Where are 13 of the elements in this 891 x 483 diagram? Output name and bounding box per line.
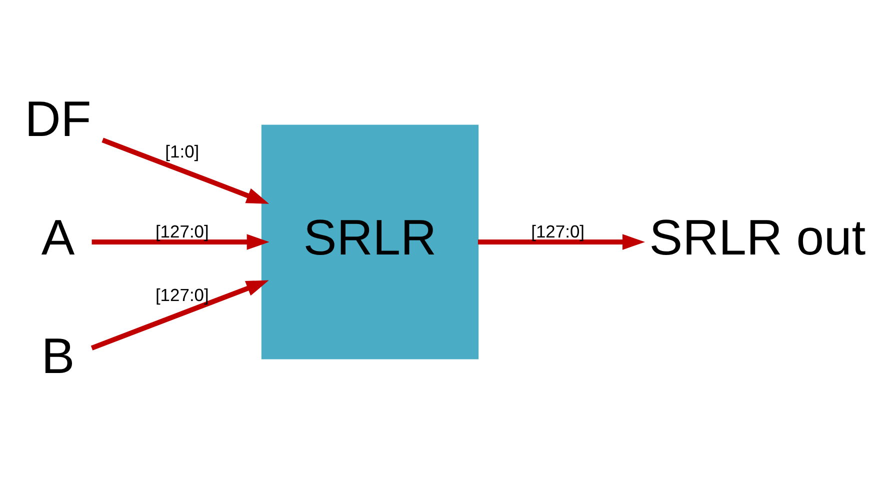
arrow xyxy=(90,280,269,350)
edge-label: [127:0] xyxy=(155,220,209,241)
node-box: SRLR xyxy=(261,124,479,359)
edge-label: [1:0] xyxy=(165,140,200,161)
node-text: B xyxy=(41,328,75,384)
arrow xyxy=(92,234,270,250)
edge-label: [127:0] xyxy=(531,220,585,241)
node-text: DF xyxy=(24,90,92,146)
arrow xyxy=(102,137,270,204)
node-text: SRLR out xyxy=(649,208,866,265)
node-text: A xyxy=(41,208,75,265)
edge-label: [127:0] xyxy=(155,284,209,304)
arrow xyxy=(478,234,645,250)
